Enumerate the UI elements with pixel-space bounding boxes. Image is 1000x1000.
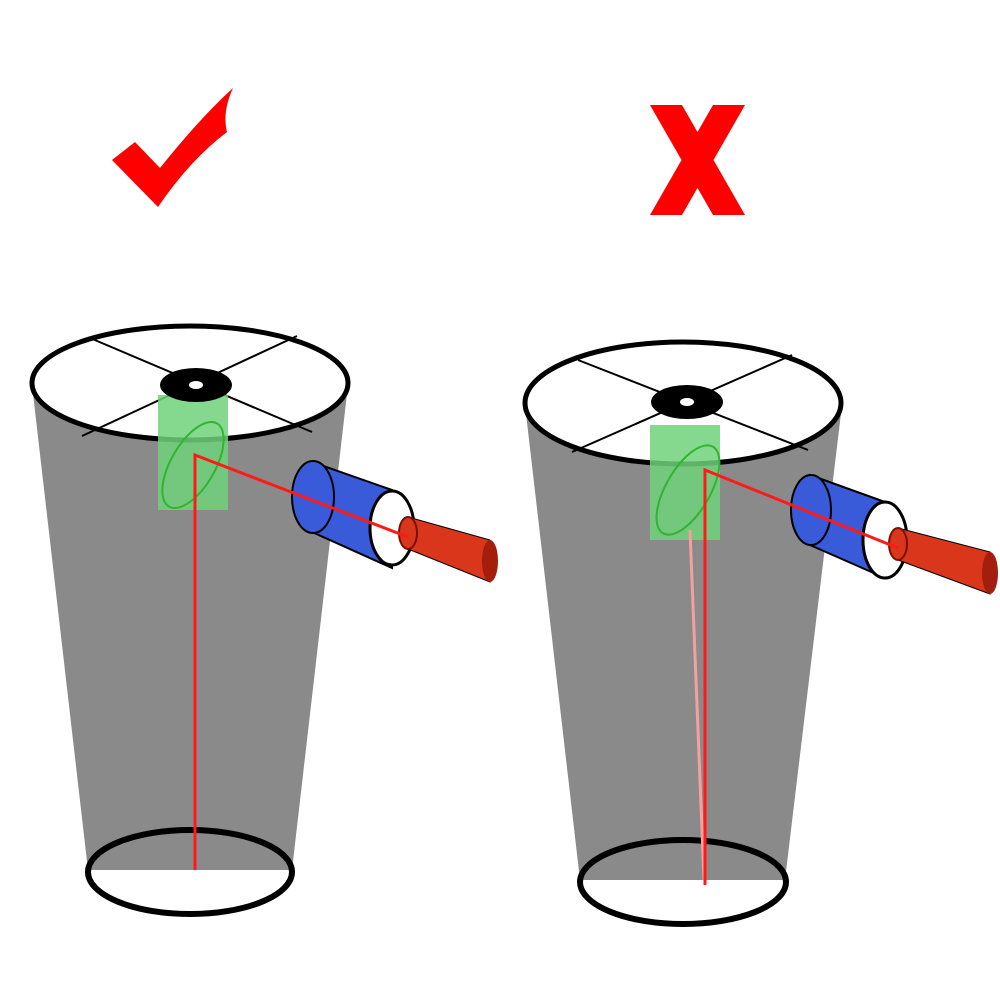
cone-bottom-rim: [577, 837, 789, 927]
correct-setup: [29, 323, 498, 917]
laser-tube: [897, 527, 991, 595]
laser-beam: [703, 467, 899, 885]
laser-tube-back: [982, 552, 998, 594]
green-tube-window: [161, 421, 225, 509]
green-tube: [650, 425, 720, 540]
x-cross-icon: [650, 105, 745, 215]
blue-tube-end: [790, 474, 832, 546]
checkmark-icon: [112, 88, 233, 207]
cone-body: [32, 385, 348, 870]
green-tube: [158, 395, 228, 510]
cone-body: [525, 405, 842, 880]
laser-tube: [407, 516, 491, 583]
laser-beam: [193, 452, 409, 870]
hub-hole: [189, 381, 203, 389]
green-tube-window: [655, 444, 721, 536]
incorrect-setup: [522, 339, 998, 927]
stray-beam: [688, 529, 706, 881]
hub-hole: [680, 398, 694, 406]
cone-bottom-rim: [85, 827, 295, 917]
laser-tube-back: [482, 540, 498, 582]
blue-tube-end: [291, 460, 335, 534]
